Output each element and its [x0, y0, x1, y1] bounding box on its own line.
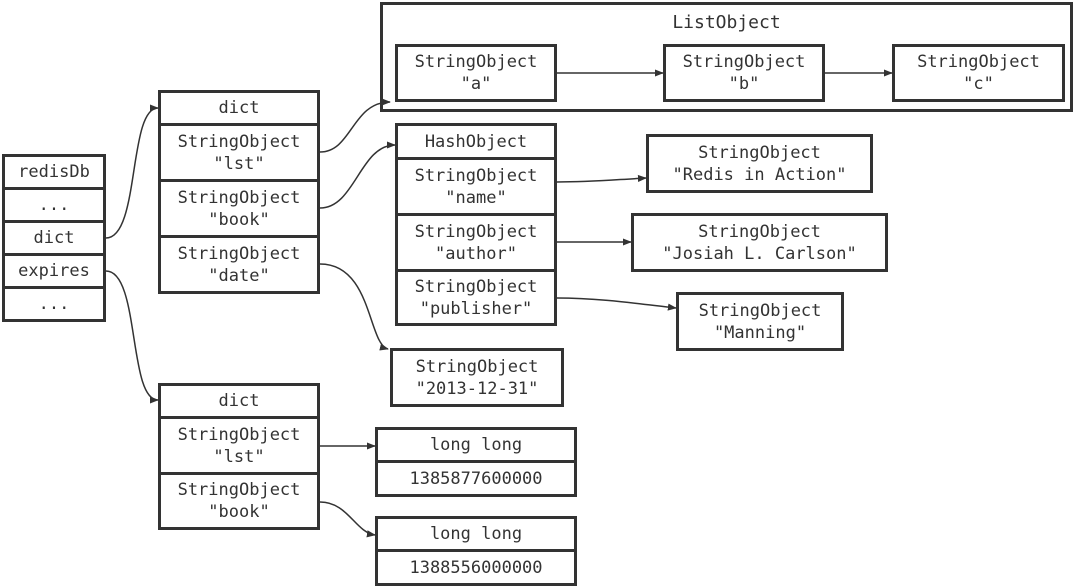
dict-main-entry-lst-type: StringObject — [177, 131, 301, 152]
hash-value-name: StringObject "Redis in Action" — [646, 134, 873, 193]
expire-book-type-label: long long — [429, 524, 523, 544]
redisdb-dict-label: dict — [33, 228, 75, 248]
dict-expires-entry-book-type: StringObject — [177, 480, 301, 500]
dict-expires-entry-lst-value: "lst" — [213, 446, 265, 467]
expire-book-type: long long — [375, 516, 577, 552]
hash-value-name-type: StringObject — [698, 142, 821, 163]
redisdb-dict: dict — [2, 220, 106, 256]
hash-value-name-value: "Redis in Action" — [672, 164, 847, 185]
dict-expires-entry-book-value: "book" — [208, 502, 270, 522]
hash-field-name: StringObject "name" — [395, 157, 557, 216]
redisdb-ellipsis-bottom: ... — [2, 286, 106, 322]
list-object-title: ListObject — [672, 12, 781, 33]
hash-field-author-value: "author" — [435, 243, 517, 264]
hash-value-publisher: StringObject "Manning" — [676, 292, 844, 351]
expire-book-value: 1388556000000 — [375, 549, 577, 586]
hash-value-author-value: "Josiah L. Carlson" — [662, 243, 857, 264]
list-item-b-value: "b" — [728, 74, 760, 94]
arrow-date-datevalue — [319, 263, 389, 351]
dict-expires-entry-book: StringObject "book" — [158, 472, 320, 530]
list-item-c-value: "c" — [963, 74, 994, 94]
date-value: StringObject "2013-12-31" — [390, 348, 564, 407]
arrow-publisher-value — [556, 297, 677, 311]
dict-expires-entry-lst: StringObject "lst" — [158, 416, 320, 475]
arrow-redisdb-dict — [105, 104, 159, 239]
list-item-a-value: "a" — [460, 74, 492, 94]
hash-field-publisher-value: "publisher" — [419, 298, 533, 319]
hash-field-name-value: "name" — [445, 187, 507, 208]
hash-value-author-type: StringObject — [698, 221, 821, 242]
redisdb-expires-label: expires — [18, 261, 90, 281]
hash-field-author: StringObject "author" — [395, 213, 557, 272]
dict-main-entry-date-type: StringObject — [177, 243, 301, 264]
list-item-a-type: StringObject — [414, 52, 538, 72]
hash-field-author-type: StringObject — [414, 221, 538, 242]
redisdb-ellipsis-top: ... — [2, 187, 106, 223]
list-item-c-type: StringObject — [917, 52, 1040, 72]
dict-expires-entry-lst-type: StringObject — [177, 424, 301, 445]
dict-main-header-label: dict — [218, 98, 260, 118]
dict-main-entry-book-type: StringObject — [177, 187, 301, 208]
hash-value-author: StringObject "Josiah L. Carlson" — [631, 213, 888, 272]
date-value-value: "2013-12-31" — [415, 378, 539, 399]
dict-expires-header-label: dict — [218, 391, 260, 411]
dict-main-header: dict — [158, 90, 320, 126]
expire-lst-type: long long — [375, 427, 577, 463]
list-item-b-type: StringObject — [682, 52, 806, 72]
arrow-book-hashobject — [319, 141, 396, 209]
list-item-c: StringObject "c" — [892, 44, 1065, 102]
arrow-expire-book — [319, 501, 376, 538]
arrow-redisdb-expires — [105, 270, 159, 404]
redisdb-expires: expires — [2, 253, 106, 289]
dict-expires-header: dict — [158, 383, 320, 419]
hash-field-publisher: StringObject "publisher" — [395, 269, 557, 326]
redisdb-ellipsis-top-label: ... — [38, 195, 70, 215]
dict-main-entry-date: StringObject "date" — [158, 235, 320, 294]
hash-field-name-type: StringObject — [414, 165, 538, 186]
hash-value-publisher-value: "Manning" — [713, 322, 807, 343]
hash-value-publisher-type: StringObject — [698, 300, 822, 321]
dict-main-entry-book: StringObject "book" — [158, 179, 320, 238]
redisdb-header-label: redisDb — [18, 162, 90, 182]
expire-lst-value: 1385877600000 — [375, 460, 577, 497]
redisdb-header: redisDb — [2, 154, 106, 190]
hash-object-header: HashObject — [395, 123, 557, 160]
expire-lst-value-label: 1385877600000 — [409, 468, 543, 489]
list-item-a: StringObject "a" — [395, 44, 557, 102]
dict-main-entry-date-value: "date" — [208, 265, 270, 286]
hash-field-publisher-type: StringObject — [414, 276, 538, 297]
expire-lst-type-label: long long — [429, 435, 523, 455]
date-value-type: StringObject — [415, 356, 539, 377]
arrow-name-value — [556, 174, 647, 183]
hash-object-header-label: HashObject — [424, 131, 528, 152]
dict-main-entry-book-value: "book" — [208, 209, 270, 230]
dict-main-entry-lst-value: "lst" — [213, 153, 265, 174]
list-item-b: StringObject "b" — [663, 44, 825, 102]
redisdb-ellipsis-bottom-label: ... — [38, 294, 70, 314]
dict-main-entry-lst: StringObject "lst" — [158, 123, 320, 182]
expire-book-value-label: 1388556000000 — [409, 557, 543, 578]
